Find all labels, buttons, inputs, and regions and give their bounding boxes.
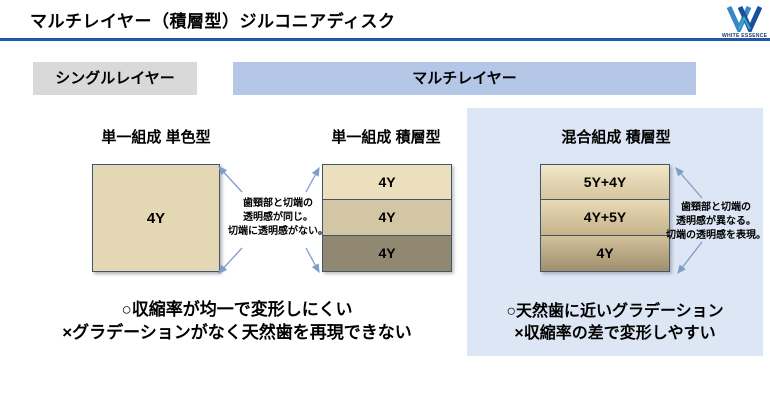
note-line-con: ×グラデーションがなく天然歯を再現できない: [62, 323, 412, 343]
brand-name: WHITE ESSENCE: [722, 33, 768, 39]
annotation-line: 切端の透明感を表現。: [666, 230, 766, 241]
note-multi-layer: ○天然歯に近いグラデーション ×収縮率の差で変形しやすい: [468, 301, 762, 345]
middle-arrows-icon: [218, 166, 320, 274]
annotation-line: 透明感が異なる。: [676, 216, 756, 227]
annotation-mixed-comp: 歯頸部と切端の 透明感が異なる。 切端の透明感を表現。: [664, 201, 768, 243]
layer-label: 4Y+5Y: [540, 200, 670, 236]
note-line-pro: ○収縮率が均一で変形しにくい: [121, 300, 353, 319]
layer-label: 4Y: [322, 236, 452, 272]
column-heading-single-stacked: 単一組成 積層型: [331, 129, 441, 146]
annotation-single-comp: 歯頸部と切端の 透明感が同じ。 切端に透明感がない。: [216, 197, 340, 239]
note-line-pro: ○天然歯に近いグラデーション: [506, 303, 724, 320]
layer-label: 4Y: [322, 200, 452, 236]
annotation-line: 歯頸部と切端の: [243, 198, 313, 209]
annotation-line: 透明感が同じ。: [243, 212, 313, 223]
note-single-layer: ○収縮率が均一で変形しにくい ×グラデーションがなく天然歯を再現できない: [12, 298, 462, 345]
disk-single-color: 4Y: [92, 164, 220, 272]
tab-single-layer: シングルレイヤー: [33, 62, 197, 95]
column-heading-single-color: 単一組成 単色型: [101, 129, 211, 146]
layer-label: 4Y: [146, 209, 166, 227]
layer-label: 4Y: [540, 236, 670, 272]
layer-label: 5Y+4Y: [540, 164, 670, 200]
annotation-line: 歯頸部と切端の: [681, 202, 751, 213]
tab-multi-layer: マルチレイヤー: [233, 62, 696, 95]
note-line-con: ×収縮率の差で変形しやすい: [514, 325, 716, 343]
page-title: マルチレイヤー（積層型）ジルコニアディスク: [30, 12, 396, 31]
disk-mixed-comp-stack: 5Y+4Y 4Y+5Y 4Y: [540, 164, 670, 272]
right-arrows-icon: [675, 167, 703, 275]
brand-logo: WHITE ESSENCE: [722, 4, 768, 39]
disk-single-comp-stack: 4Y 4Y 4Y: [322, 164, 452, 272]
layer-label: 4Y: [322, 164, 452, 200]
column-heading-mixed-stacked: 混合組成 積層型: [561, 129, 671, 146]
title-underline: [0, 38, 770, 41]
w-logo-icon: [726, 5, 762, 32]
annotation-line: 切端に透明感がない。: [228, 226, 328, 237]
